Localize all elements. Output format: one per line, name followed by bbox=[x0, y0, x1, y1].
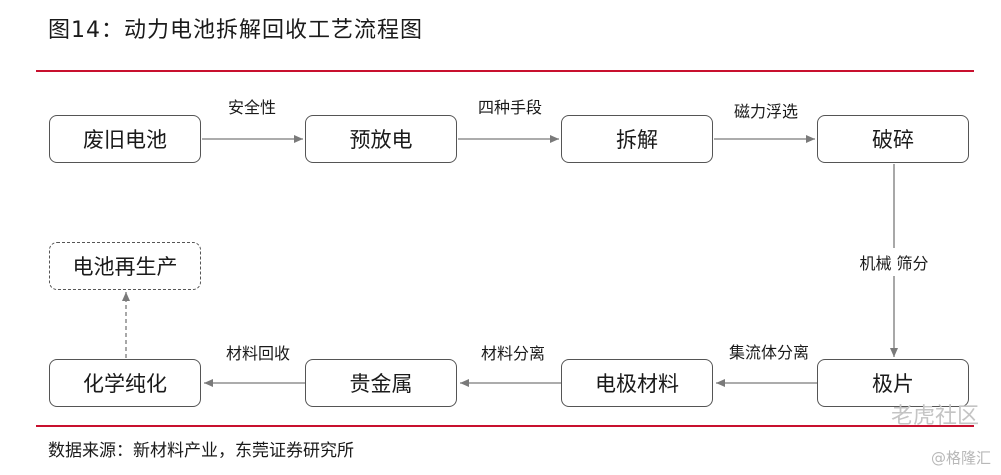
node-waste-battery: 废旧电池 bbox=[49, 115, 201, 163]
node-battery-regeneration: 电池再生产 bbox=[49, 242, 201, 290]
source-note: 数据来源：新材料产业，东莞证券研究所 bbox=[48, 441, 354, 461]
edge-label-fluid-separation: 集流体分离 bbox=[728, 343, 810, 362]
node-precious-metal: 贵金属 bbox=[305, 359, 457, 407]
edge-label-material-separation: 材料分离 bbox=[480, 344, 546, 363]
edge-label-magnetic-flotation: 磁力浮选 bbox=[733, 102, 799, 121]
edge-label-safety: 安全性 bbox=[227, 98, 277, 117]
bottom-divider bbox=[36, 425, 974, 427]
node-chemical-purification: 化学纯化 bbox=[49, 359, 201, 407]
edge-label-material-recovery: 材料回收 bbox=[225, 344, 291, 363]
node-pre-discharge: 预放电 bbox=[305, 115, 457, 163]
top-divider bbox=[36, 70, 974, 72]
node-disassembly: 拆解 bbox=[561, 115, 713, 163]
page-title: 图14：动力电池拆解回收工艺流程图 bbox=[48, 18, 423, 43]
edge-label-mechanical-screening: 机械 筛分 bbox=[857, 248, 931, 276]
node-pole-piece: 极片 bbox=[817, 359, 969, 407]
watermark-secondary: @格隆汇 bbox=[930, 449, 991, 467]
node-electrode-material: 电极材料 bbox=[561, 359, 713, 407]
watermark-primary: 老虎社区 bbox=[890, 404, 979, 429]
edge-label-four-means: 四种手段 bbox=[477, 98, 543, 117]
node-crushing: 破碎 bbox=[817, 115, 969, 163]
